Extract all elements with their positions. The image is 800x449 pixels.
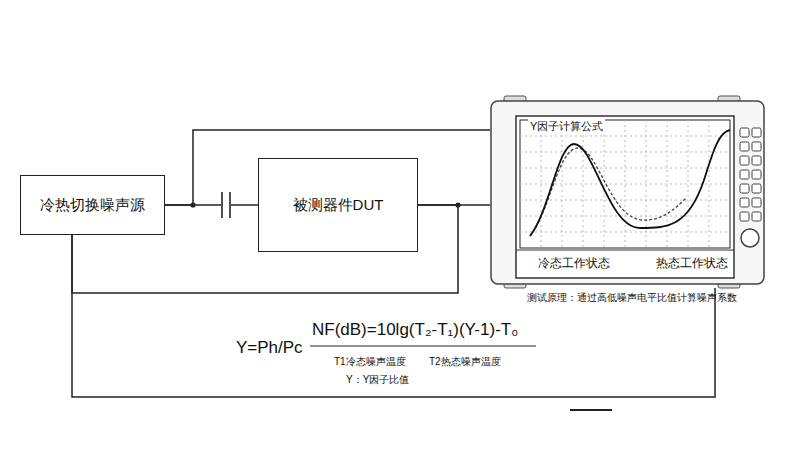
capacitor-plate: [229, 192, 231, 218]
node-text: 冷热切换噪声源: [40, 196, 145, 215]
formula-note: T1冷态噪声温度: [334, 355, 406, 369]
grid-line: [709, 120, 710, 248]
instrument-button: [752, 142, 761, 151]
instrument-button: [740, 198, 749, 207]
grid-line: [520, 152, 730, 153]
state-label: 热态工作状态: [654, 255, 730, 272]
screen: [520, 120, 730, 248]
hot-curve: [530, 148, 686, 236]
instrument-button: [752, 198, 761, 207]
instrument-button: [740, 212, 749, 221]
instrument-button: [752, 184, 761, 193]
analyzer-instrument: Y因子计算公式冷态工作状态 热态工作状态: [490, 100, 765, 285]
formula-note: Y：Y因子比值: [346, 373, 409, 387]
capacitor-plate: [221, 192, 223, 218]
screen-title: Y因子计算公式: [528, 119, 605, 134]
grid-line: [604, 120, 605, 248]
capacitor-gap: [221, 190, 231, 220]
noise-source-box: 冷热切换噪声源: [20, 175, 165, 235]
instrument-button: [752, 156, 761, 165]
grid-line: [520, 168, 730, 169]
state-label: 冷态工作状态: [536, 255, 612, 272]
node-text: 被测器件DUT: [293, 196, 384, 215]
nf-formula: NF(dB)=10lg(T₂-T₁)(Y-1)-T₀: [312, 320, 518, 340]
dut-box: 被测器件DUT: [258, 158, 418, 252]
screen-divider: [516, 250, 734, 251]
screen-bezel: [516, 116, 734, 278]
grid-line: [520, 136, 730, 137]
principle-note: 测试原理：通过高低噪声电平比值计算噪声系数: [527, 291, 737, 305]
grid-line: [520, 232, 730, 233]
instrument-button: [740, 170, 749, 179]
instrument-button: [740, 156, 749, 165]
short-line: [570, 409, 612, 411]
cold-curve: [530, 130, 730, 236]
instrument-case: [491, 101, 764, 284]
grid-line: [583, 120, 584, 248]
junction-dot: [190, 202, 195, 207]
instrument-button: [740, 128, 749, 137]
instrument-knob: [741, 229, 759, 247]
grid-line: [520, 200, 730, 201]
instrument-button: [740, 184, 749, 193]
fraction-line: [310, 345, 536, 346]
junction-dot: [455, 202, 460, 207]
grid-line: [688, 120, 689, 248]
instrument-button: [752, 128, 761, 137]
instrument-button: [752, 212, 761, 221]
instrument-button: [752, 170, 761, 179]
instrument-button: [740, 142, 749, 151]
formula-note: T2热态噪声温度: [429, 355, 501, 369]
grid-line: [520, 216, 730, 217]
y-formula: Y=Ph/Pc: [236, 338, 303, 358]
